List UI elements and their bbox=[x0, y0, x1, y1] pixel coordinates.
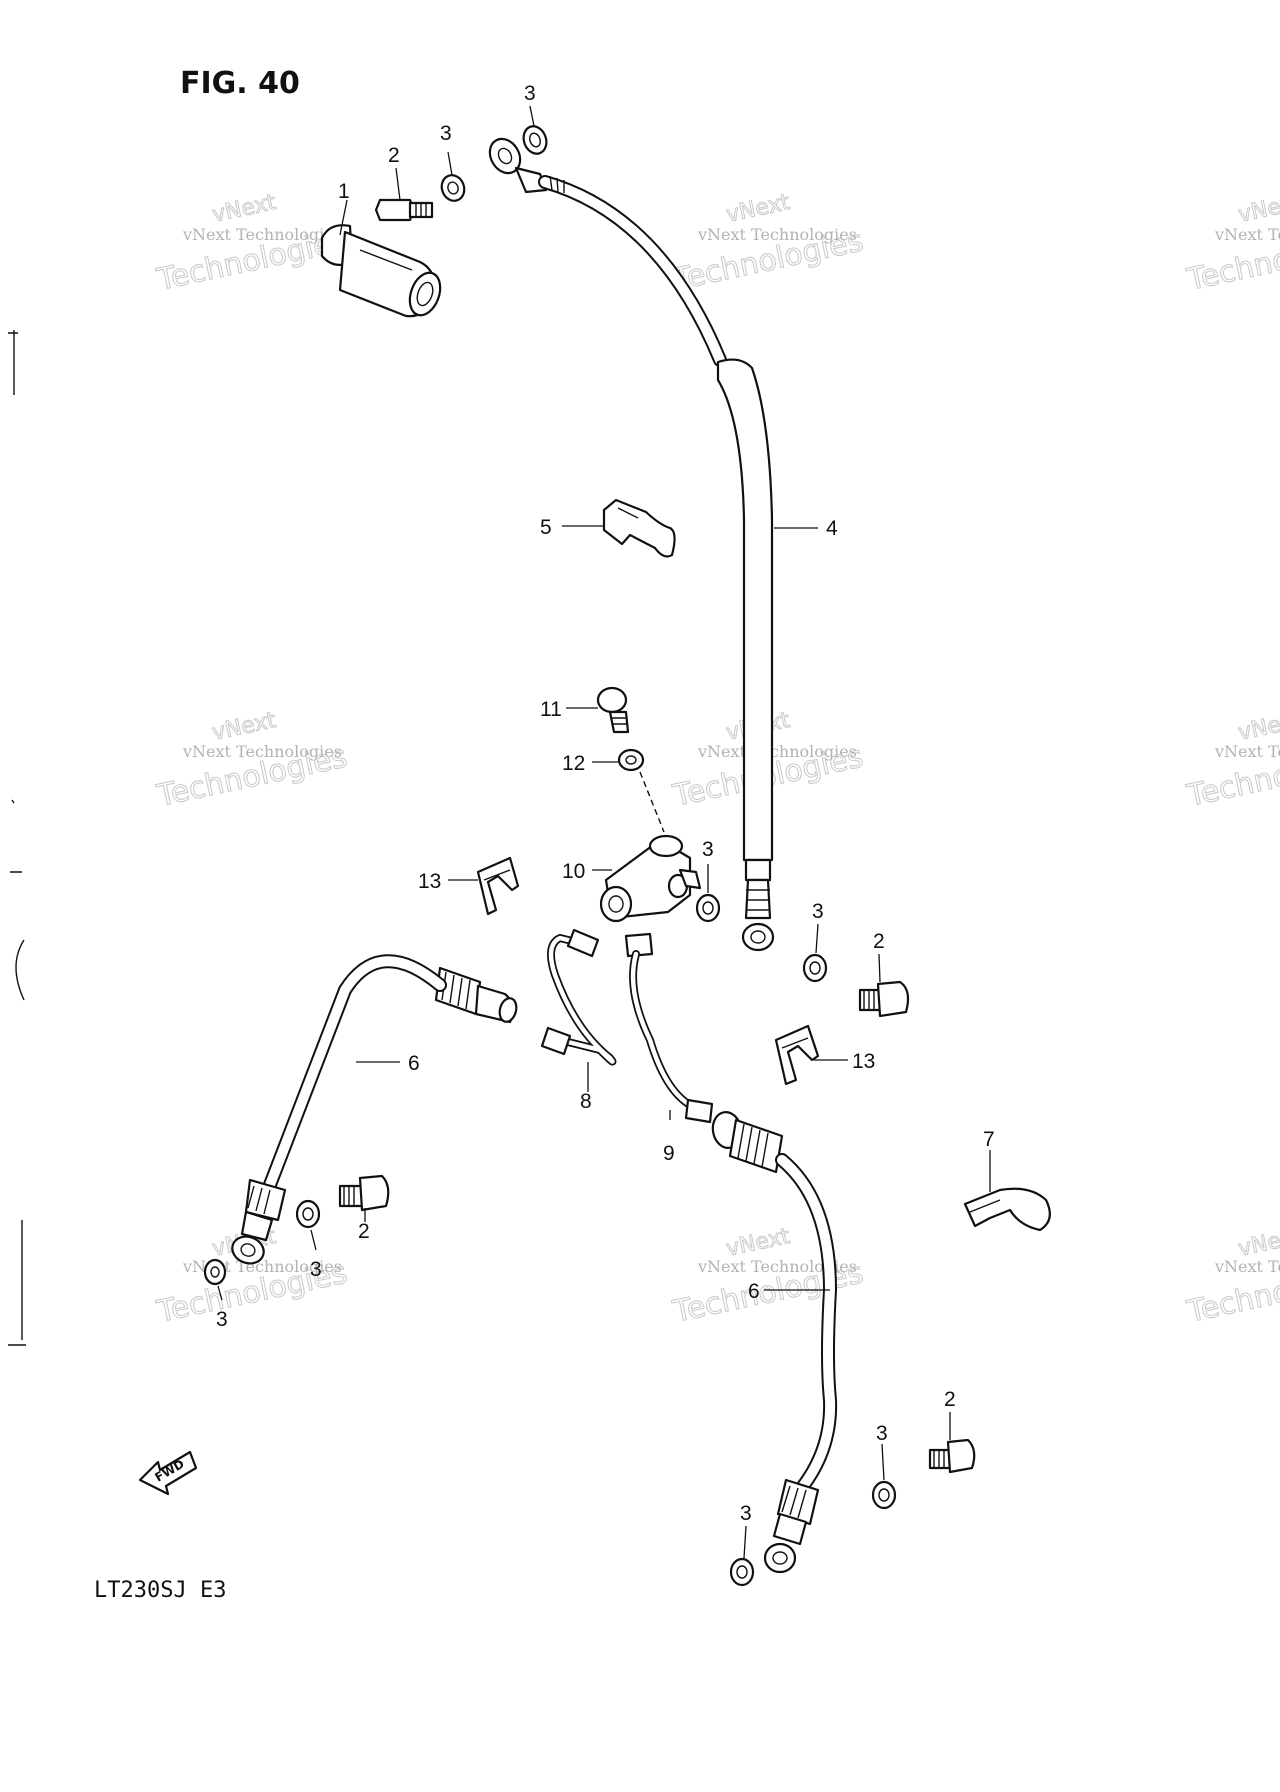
callout-13: 13 bbox=[418, 870, 441, 893]
part-10-three-way-joint bbox=[599, 834, 702, 923]
callout-13: 13 bbox=[852, 1050, 875, 1073]
part-11-bolt bbox=[596, 686, 630, 734]
part-13-clip-left bbox=[476, 856, 520, 916]
callout-6: 6 bbox=[748, 1280, 760, 1303]
callout-numbers: 1 2 3 3 4 5 11 12 10 3 13 3 2 13 6 8 9 7… bbox=[216, 82, 995, 1525]
callout-3: 3 bbox=[524, 82, 536, 105]
callout-1: 1 bbox=[338, 180, 350, 203]
part-3-washer-lower-left-b bbox=[203, 1258, 227, 1286]
callout-8: 8 bbox=[580, 1090, 592, 1113]
svg-text:vNext Technologies: vNext Technologies bbox=[1214, 1257, 1280, 1276]
svg-text:vNext: vNext bbox=[210, 708, 278, 746]
svg-text:vNext Technologies: vNext Technologies bbox=[697, 1257, 857, 1276]
callout-5: 5 bbox=[540, 516, 552, 539]
callout-2: 2 bbox=[388, 144, 400, 167]
part-1-union-fitting bbox=[320, 224, 442, 318]
callout-3: 3 bbox=[440, 122, 452, 145]
model-code: LT230SJ E3 bbox=[94, 1578, 226, 1603]
callout-3: 3 bbox=[812, 900, 824, 923]
watermark-tile-6: vNext vNext Technologies Technologies bbox=[1183, 707, 1280, 814]
watermark-tile-4: vNext vNext Technologies Technologies bbox=[153, 707, 351, 814]
watermark-tile-1: vNext vNext Technologies Technologies bbox=[153, 189, 351, 298]
callout-leaders bbox=[217, 105, 991, 1559]
forward-arrow-icon: FWD bbox=[138, 1450, 198, 1496]
callout-2: 2 bbox=[358, 1220, 370, 1243]
part-9-brake-pipe bbox=[624, 932, 714, 1124]
part-13-clip-right bbox=[774, 1024, 820, 1086]
svg-text:vNext: vNext bbox=[210, 190, 278, 228]
callout-3: 3 bbox=[216, 1308, 228, 1331]
watermark-tile-3: vNext vNext Technologies Technologies bbox=[1183, 189, 1280, 298]
svg-text:vNext: vNext bbox=[1236, 708, 1280, 746]
part-7-clamp bbox=[963, 1187, 1051, 1232]
part-8-brake-pipe bbox=[540, 928, 617, 1066]
callout-2: 2 bbox=[873, 930, 885, 953]
part-3-washer-top-b bbox=[522, 125, 548, 155]
svg-text:vNext Technologies: vNext Technologies bbox=[1214, 742, 1280, 761]
callout-11: 11 bbox=[540, 698, 562, 721]
part-3-washer-right bbox=[802, 953, 828, 983]
scan-edge-marks bbox=[8, 330, 26, 1346]
svg-text:vNext Technologies: vNext Technologies bbox=[182, 742, 342, 761]
part-4-brake-hose bbox=[488, 137, 775, 952]
part-2-banjo-bolt-top bbox=[374, 198, 434, 222]
callout-2: 2 bbox=[944, 1388, 956, 1411]
svg-text:vNext Technologies: vNext Technologies bbox=[697, 742, 857, 761]
callout-12: 12 bbox=[562, 752, 585, 775]
callout-3: 3 bbox=[876, 1422, 888, 1445]
part-2-banjo-bolt-lower-left bbox=[338, 1174, 390, 1212]
part-3-washer-top-a bbox=[440, 174, 466, 202]
svg-text:vNext Technologies: vNext Technologies bbox=[1214, 225, 1280, 244]
svg-text:vNext Technologies: vNext Technologies bbox=[697, 225, 857, 244]
svg-text:vNext Technologies: vNext Technologies bbox=[182, 225, 342, 244]
part-6-brake-hose-right bbox=[711, 1111, 838, 1574]
part-3-washer-mid bbox=[695, 893, 721, 923]
assembly-dashline bbox=[639, 771, 665, 833]
svg-text:vNext: vNext bbox=[1236, 190, 1280, 228]
figure-title: FIG. 40 bbox=[180, 66, 300, 101]
part-12-washer bbox=[617, 748, 645, 772]
part-2-banjo-bolt-right bbox=[858, 980, 910, 1018]
callout-10: 10 bbox=[562, 860, 585, 883]
callout-3: 3 bbox=[740, 1502, 752, 1525]
callout-9: 9 bbox=[663, 1142, 675, 1165]
callout-3: 3 bbox=[702, 838, 714, 861]
svg-text:vNext: vNext bbox=[724, 190, 792, 228]
watermark-tile-2: vNext vNext Technologies Technologies bbox=[669, 189, 867, 298]
part-3-washer-lower-right-b bbox=[729, 1557, 755, 1587]
callout-7: 7 bbox=[983, 1128, 995, 1151]
callout-6: 6 bbox=[408, 1052, 420, 1075]
part-6-brake-hose-left bbox=[231, 954, 518, 1265]
part-2-banjo-bolt-lower-right bbox=[928, 1438, 976, 1474]
watermark-tile-9: vNext vNext Technologies Technologies bbox=[1183, 1223, 1280, 1330]
callout-4: 4 bbox=[826, 517, 838, 540]
part-5-hose-clamp bbox=[602, 498, 676, 558]
part-3-washer-lower-right-a bbox=[871, 1480, 897, 1510]
part-3-washer-lower-left-a bbox=[295, 1199, 321, 1229]
callout-3: 3 bbox=[310, 1258, 322, 1281]
